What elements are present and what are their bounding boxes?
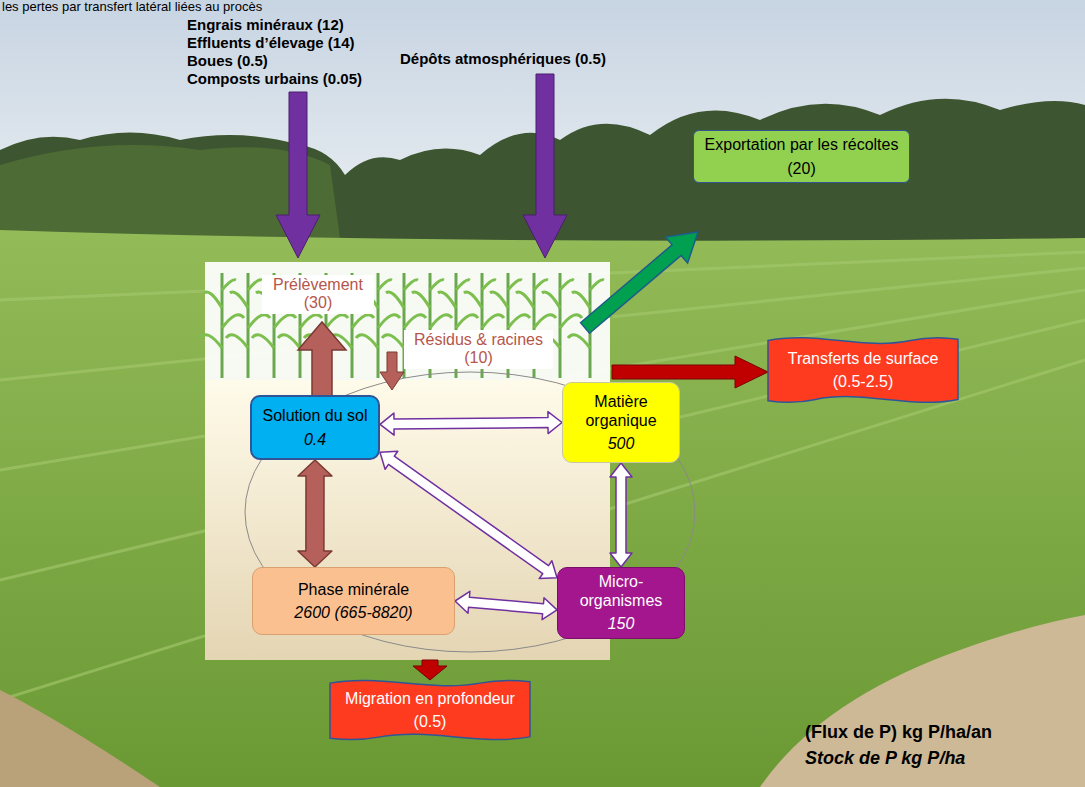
- pool-value: 2600 (665-8820): [294, 603, 412, 622]
- crop-rows: [0, 252, 1085, 700]
- pool-value: 500: [608, 434, 635, 453]
- pool-value: 150: [608, 614, 635, 633]
- loss-flag: Transferts de surface (0.5-2.5): [768, 335, 958, 405]
- pool-box: Exportation par les récoltes (20): [693, 130, 910, 183]
- pool-box: Solution du sol 0.4: [250, 395, 380, 460]
- flux-label: (Flux de P) kg P/ha/an: [805, 722, 992, 743]
- flux-label: Prélèvement (30): [262, 275, 374, 314]
- pool-box: Micro- organismes 150: [557, 567, 685, 639]
- pool-name: Phase minérale: [298, 580, 409, 599]
- exchange-arrow: [380, 451, 557, 578]
- loss-flag: Migration en profondeur (0.5): [330, 678, 530, 742]
- pool-value: (0.5): [414, 712, 447, 731]
- pool-name: Exportation par les récoltes: [705, 135, 899, 154]
- uptake-arrow: [298, 322, 346, 398]
- pool-name: Solution du sol: [263, 406, 368, 425]
- bare-soil: [760, 615, 1085, 787]
- pool-box: Phase minérale 2600 (665-8820): [252, 567, 455, 635]
- deposit-arrow: [523, 74, 567, 258]
- flux-label: Stock de P kg P/ha: [805, 748, 965, 769]
- leaching-arrow: [413, 660, 447, 680]
- exchange-arrow: [380, 412, 562, 436]
- cycle-ellipse: [245, 372, 695, 652]
- flux-label: Boues (0.5): [187, 52, 268, 69]
- pool-name: Matière organique: [574, 392, 669, 430]
- flux-label: Effluents d’élevage (14): [187, 34, 355, 51]
- exchange-arrow: [298, 460, 332, 567]
- field: [0, 230, 1085, 787]
- flag-shape: [768, 335, 958, 405]
- export-arrow: [581, 232, 699, 333]
- pool-name: Micro- organismes: [571, 572, 671, 610]
- residue-arrow: [380, 352, 404, 390]
- flux-label: Composts urbains (0.05): [187, 70, 362, 87]
- pool-value: (20): [787, 159, 815, 178]
- flux-label: Dépôts atmosphériques (0.5): [400, 50, 606, 67]
- exchange-arrow: [455, 591, 557, 619]
- pool-name: Transferts de surface: [788, 349, 939, 368]
- flux-label: Résidus & racines (10): [404, 330, 553, 369]
- corn-plants: [200, 273, 612, 378]
- soil-panel: [205, 380, 610, 660]
- flux-label: les pertes par transfert latéral liées a…: [2, 0, 262, 14]
- bare-soil: [0, 690, 160, 787]
- pool-name: Migration en profondeur: [345, 689, 515, 708]
- flux-label: Engrais minéraux (12): [187, 16, 344, 33]
- flag-shape: [330, 678, 530, 742]
- sky: [0, 0, 1085, 260]
- exchange-arrow: [610, 463, 632, 567]
- crop-band: [205, 262, 610, 380]
- input-arrow: [276, 92, 320, 258]
- pool-value: (0.5-2.5): [833, 372, 893, 391]
- pool-box: Matière organique 500: [562, 382, 680, 463]
- pool-value: 0.4: [304, 430, 326, 449]
